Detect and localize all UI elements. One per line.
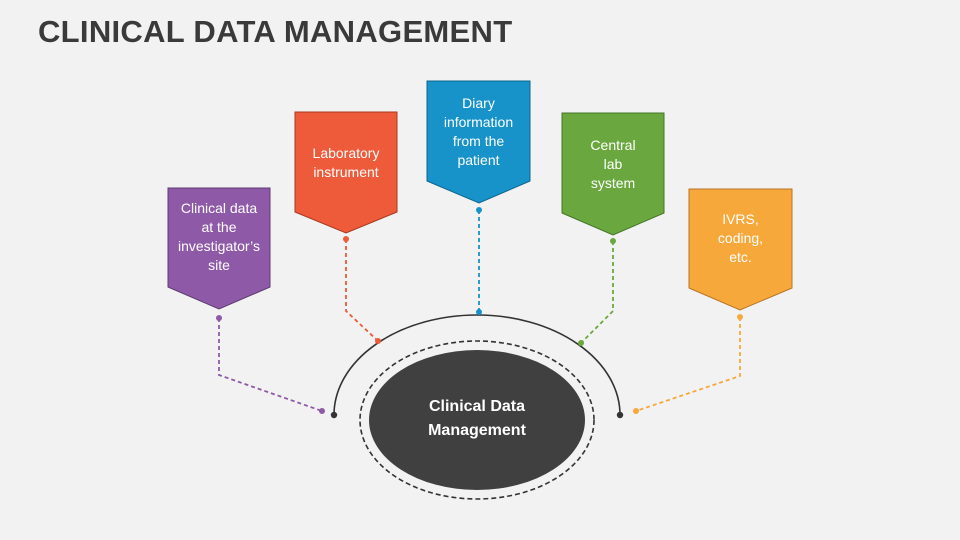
connector-central-lab <box>578 238 616 346</box>
box-label-laboratory: Laboratory instrument <box>295 114 397 212</box>
box-label-clinical-data: Clinical data at the investigator’s site <box>168 190 270 284</box>
center-ellipse <box>369 350 585 490</box>
connector-diary <box>476 207 482 315</box>
box-label-central-lab: Central lab system <box>562 115 664 213</box>
connector-clinical-data <box>216 315 325 414</box>
box-label-diary: Diary information from the patient <box>427 83 530 181</box>
box-ivrs <box>688 188 793 311</box>
connector-laboratory <box>343 236 381 344</box>
arc-end-dot-right <box>616 411 624 419</box>
dashed-ring <box>359 340 595 500</box>
box-diary <box>426 80 531 204</box>
outer-arc <box>333 314 621 416</box>
box-text-diary: Diary information from the patient <box>443 95 514 168</box>
box-clinical-data <box>167 187 271 310</box>
box-laboratory <box>294 111 398 234</box>
box-label-ivrs: IVRS, coding, etc. <box>689 191 792 285</box>
box-text-clinical-data: Clinical data at the investigator’s site <box>178 200 260 273</box>
box-text-ivrs: IVRS, coding, etc. <box>717 210 764 265</box>
box-text-central-lab: Central lab system <box>590 136 636 191</box>
box-text-laboratory: Laboratory instrument <box>312 145 380 180</box>
box-central-lab <box>561 112 665 236</box>
center-text: Clinical Data Management <box>428 398 526 439</box>
page-title: CLINICAL DATA MANAGEMENT <box>38 14 513 49</box>
arc-end-dot-left <box>330 411 338 419</box>
center-label: Clinical Data Management <box>402 394 552 444</box>
connector-ivrs <box>633 314 743 414</box>
